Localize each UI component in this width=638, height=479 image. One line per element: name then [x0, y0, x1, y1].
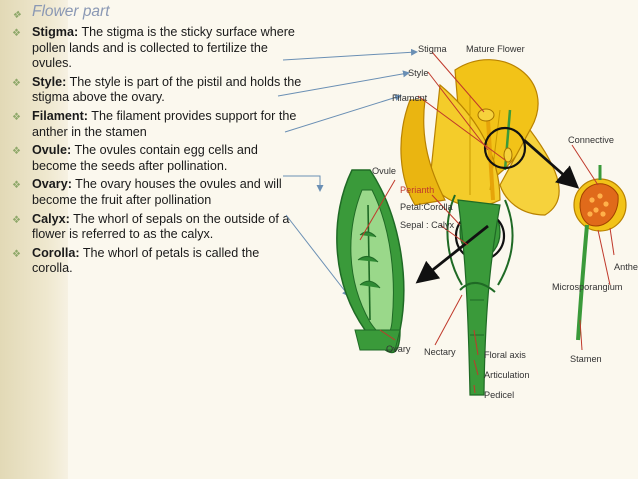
label-filament: Filament	[392, 93, 428, 103]
label-anther: Anther	[614, 262, 638, 272]
pointer-line-filament	[285, 96, 400, 132]
label-sepal-calyx: Sepal : Calyx	[400, 220, 455, 230]
label-microsporangium: Microsporangium	[552, 282, 623, 292]
ovary-detail	[337, 170, 404, 353]
label-articulation: Articulation	[484, 370, 529, 380]
label-stigma: Stigma	[418, 44, 447, 54]
label-pedicel: Pedicel	[484, 390, 514, 400]
label-stamen: Stamen	[570, 354, 602, 364]
label-floral-axis: Floral axis	[484, 350, 526, 360]
label-petal-corolla: Petal:Corolla	[400, 202, 453, 212]
stem-and-sepals	[447, 195, 512, 395]
label-style: Style	[408, 68, 428, 78]
label-ovary: Ovary	[386, 344, 411, 354]
label-ovule: Ovule	[372, 166, 396, 176]
label-mature-flower: Mature Flower	[466, 44, 525, 54]
label-nectary: Nectary	[424, 347, 456, 357]
stamen-detail	[574, 165, 626, 340]
pointer-line-stigma	[283, 52, 416, 60]
pointer-line-ovule	[283, 176, 320, 190]
pointer-line-style	[278, 73, 408, 96]
label-perianth: Perianth	[400, 185, 434, 195]
label-connective: Connective	[568, 135, 614, 145]
